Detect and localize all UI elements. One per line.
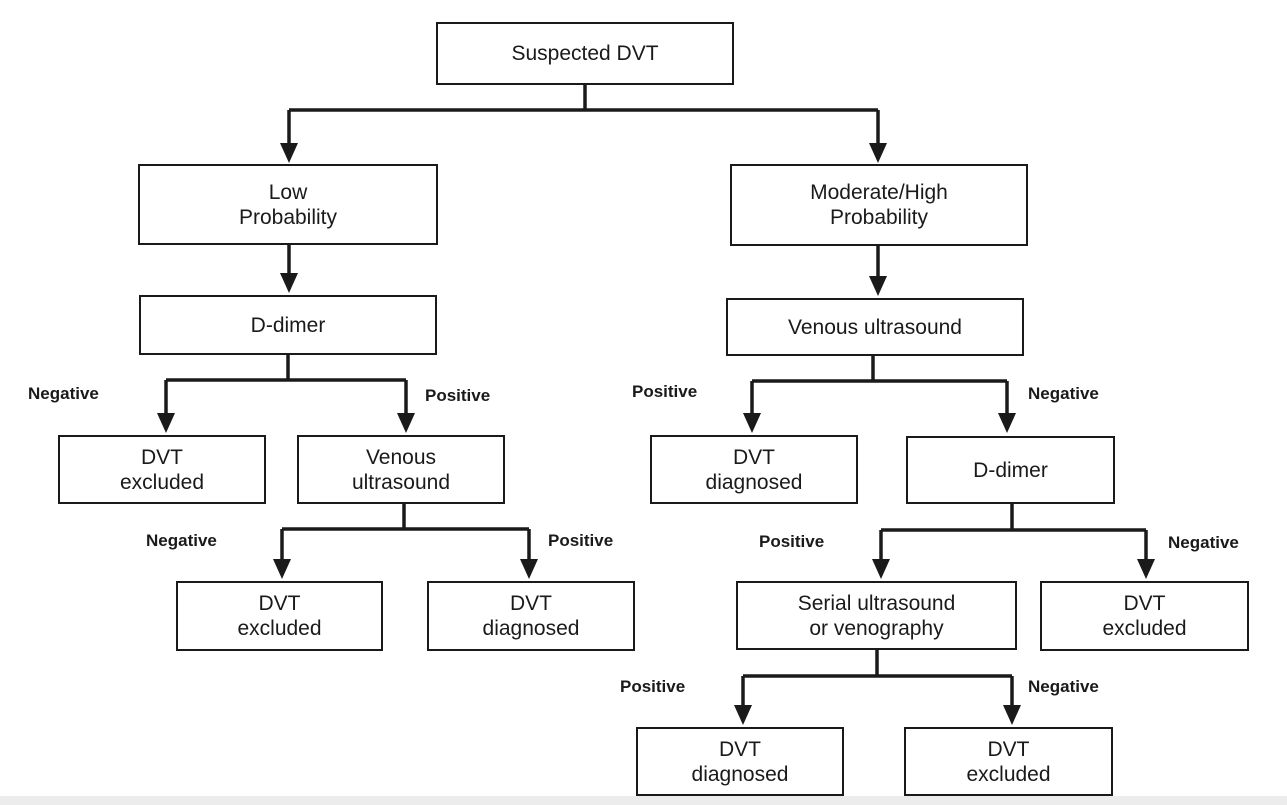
- connector-ddimer-right-right-arrow: [1137, 559, 1155, 579]
- node-line: DVT: [987, 737, 1030, 761]
- node-venous-ultrasound-right: Venous ultrasound: [726, 298, 1024, 356]
- connector-root-right-arrow: [869, 143, 887, 163]
- node-line: Probability: [238, 205, 338, 229]
- connector-venous-left-right-arrow: [520, 559, 538, 579]
- node-dvt-diagnosed-1: DVT diagnosed: [650, 435, 858, 504]
- edge-label-negative: Negative: [1168, 533, 1239, 552]
- node-line: Venous ultrasound: [788, 315, 962, 339]
- connector-ddimer-left-right-arrow: [397, 413, 415, 433]
- node-d-dimer-right: D-dimer: [906, 436, 1115, 504]
- node-dvt-excluded-1: DVT excluded: [58, 435, 266, 504]
- node-line: DVT: [719, 737, 761, 761]
- edge-label-positive: Positive: [620, 677, 686, 696]
- node-line: DVT: [141, 445, 183, 469]
- edge-label-positive: Positive: [548, 531, 614, 550]
- node-line: Venous: [365, 445, 437, 469]
- node-line: or venography: [809, 616, 944, 640]
- node-line: diagnosed: [705, 470, 803, 494]
- connector-venous-left-left-arrow: [273, 559, 291, 579]
- edge-label-negative: Negative: [1028, 384, 1099, 403]
- node-moderate-high-probability: Moderate/High Probability: [730, 164, 1028, 246]
- node-line: ultrasound: [351, 470, 451, 494]
- connector-ddimer-right-left-arrow: [872, 559, 890, 579]
- node-line: Probability: [829, 206, 929, 229]
- edge-label-negative: Negative: [28, 384, 99, 403]
- connector-root-left-arrow: [280, 143, 298, 163]
- node-line: D-dimer: [250, 313, 326, 337]
- node-suspected-dvt: Suspected DVT: [436, 22, 734, 85]
- node-dvt-excluded-4: DVT excluded: [904, 727, 1113, 796]
- node-venous-ultrasound-left: Venous ultrasound: [297, 435, 505, 504]
- edge-label-negative: Negative: [146, 531, 217, 550]
- connector-high-arrow: [869, 276, 887, 296]
- node-dvt-excluded-2: DVT excluded: [176, 581, 383, 651]
- node-line: DVT: [510, 592, 552, 615]
- node-line: Serial ultrasound: [797, 591, 956, 615]
- node-low-probability: Low Probability: [138, 164, 438, 245]
- node-line: D-dimer: [973, 458, 1048, 482]
- node-line: diagnosed: [691, 762, 789, 786]
- connector-low-arrow: [280, 273, 298, 293]
- node-line: excluded: [966, 762, 1051, 786]
- connector-serial-left-arrow: [734, 705, 752, 725]
- node-line: DVT: [258, 592, 301, 615]
- node-line: Moderate/High: [810, 181, 948, 204]
- node-line: DVT: [1123, 592, 1166, 615]
- bottom-strip: [0, 796, 1287, 805]
- connector-venous-right-left-arrow: [743, 413, 761, 433]
- node-line: excluded: [1102, 617, 1187, 640]
- connector-venous-right-right-arrow: [998, 413, 1016, 433]
- edge-label-positive: Positive: [759, 532, 825, 551]
- node-line: diagnosed: [482, 617, 580, 640]
- node-line: Low: [268, 180, 308, 204]
- node-serial-ultrasound-or-venography: Serial ultrasound or venography: [736, 581, 1017, 650]
- node-dvt-diagnosed-3: DVT diagnosed: [636, 727, 844, 796]
- node-line: Suspected DVT: [511, 42, 659, 65]
- connector-ddimer-left-left-arrow: [157, 413, 175, 433]
- node-dvt-diagnosed-2: DVT diagnosed: [427, 581, 635, 651]
- node-line: excluded: [119, 470, 205, 494]
- node-line: excluded: [237, 617, 322, 640]
- node-dvt-excluded-3: DVT excluded: [1040, 581, 1249, 651]
- edge-label-positive: Positive: [425, 386, 491, 405]
- edge-label-positive: Positive: [632, 382, 698, 401]
- node-d-dimer-left: D-dimer: [139, 295, 437, 355]
- edge-label-negative: Negative: [1028, 677, 1099, 696]
- node-line: DVT: [733, 445, 775, 469]
- connector-serial-right-arrow: [1003, 705, 1021, 725]
